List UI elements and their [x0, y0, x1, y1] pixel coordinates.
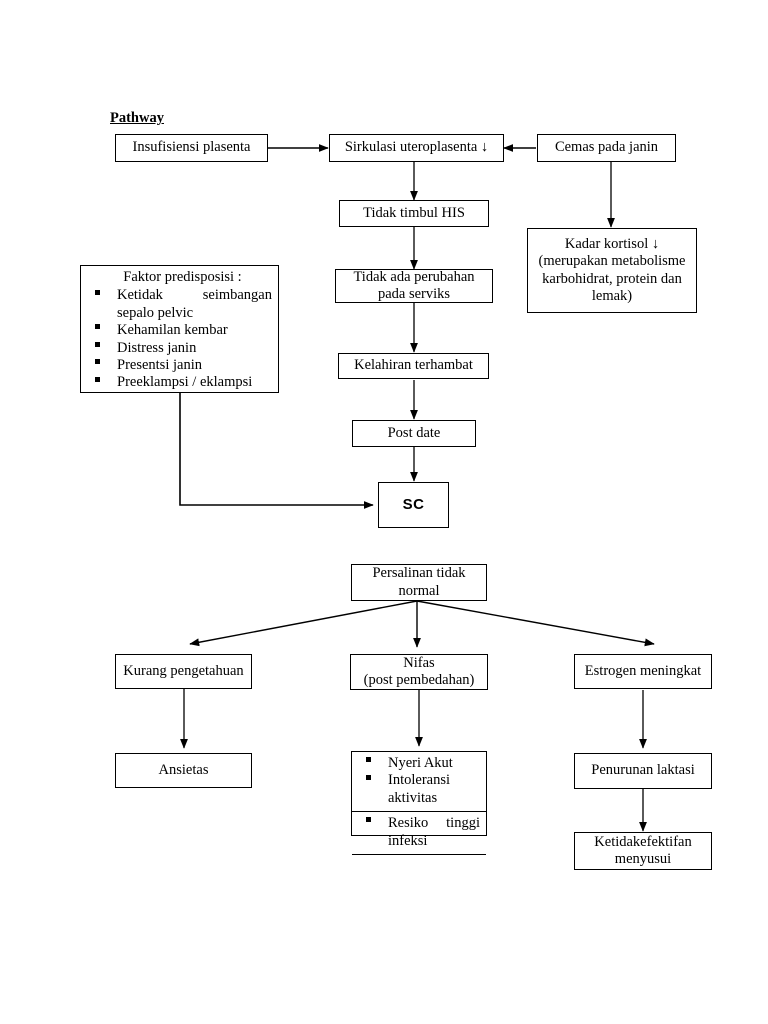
- bullet-square-icon: [366, 757, 371, 763]
- nifas-line-2: (post pembedahan): [363, 672, 475, 688]
- node-kurang-pengetahuan[interactable]: Kurang pengetahuan: [115, 654, 252, 689]
- persalinan-line-1: Persalinan tidak: [372, 565, 466, 582]
- table-row[interactable]: Resiko tinggi infeksi: [352, 811, 486, 854]
- node-insufisiensi-plasenta[interactable]: Insufisiensi plasenta: [115, 134, 268, 162]
- node-persalinan-tidak-normal[interactable]: Persalinan tidak normal: [351, 564, 487, 601]
- faktor-predisposisi-list: Ketidak seimbangan sepalo pelvic Kehamil…: [87, 287, 272, 391]
- node-sc[interactable]: SC: [378, 482, 449, 528]
- node-nifas[interactable]: Nifas (post pembedahan): [350, 654, 488, 690]
- page-title: Pathway: [110, 110, 164, 126]
- bullet-square-icon: [95, 341, 100, 347]
- perubahan-line-2: pada serviks: [377, 286, 451, 302]
- faktor-item-4: Preeklampsi / eklampsi: [117, 374, 253, 391]
- bullet-square-icon: [95, 289, 100, 295]
- list-item[interactable]: Kehamilan kembar: [87, 322, 272, 339]
- node-tidak-ada-perubahan-pada-serviks[interactable]: Tidak ada perubahan pada serviks: [335, 269, 493, 303]
- node-tidak-timbul-his[interactable]: Tidak timbul HIS: [339, 200, 489, 227]
- nifas-outcomes-row1-list: Nyeri Akut Intoleransi aktivitas: [358, 755, 480, 807]
- bullet-square-icon: [95, 376, 100, 382]
- list-item[interactable]: Resiko tinggi infeksi: [358, 815, 480, 850]
- bullet-square-icon: [95, 324, 100, 330]
- node-cemas-pada-janin[interactable]: Cemas pada janin: [537, 134, 676, 162]
- nifas-outcome-1-line-2: aktivitas: [388, 789, 438, 806]
- bullet-square-icon: [95, 359, 100, 365]
- table-row[interactable]: Nyeri Akut Intoleransi aktivitas: [352, 752, 486, 811]
- nifas-outcome-0: Nyeri Akut: [388, 755, 453, 771]
- faktor-item-3: Presentsi janin: [117, 356, 202, 373]
- node-nifas-outcomes-table[interactable]: Nyeri Akut Intoleransi aktivitas Resiko …: [351, 751, 487, 855]
- list-item[interactable]: Distress janin: [87, 340, 272, 357]
- nifas-outcome-2-line-2: infeksi: [388, 832, 428, 849]
- node-ansietas[interactable]: Ansietas: [115, 753, 252, 788]
- ketidakefektifan-line-2: menyusui: [614, 851, 672, 867]
- node-post-date[interactable]: Post date: [352, 420, 476, 447]
- ketidakefektifan-line-1: Ketidakefektifan: [594, 833, 692, 850]
- arrow-persalinan-to-estrogen: [416, 600, 655, 647]
- node-sirkulasi-uteroplasenta[interactable]: Sirkulasi uteroplasenta ↓: [329, 134, 504, 162]
- bullet-square-icon: [366, 774, 371, 780]
- kadar-kortisol-line-3: karbohidrat, protein dan: [542, 270, 682, 287]
- perubahan-line-1: Tidak ada perubahan: [353, 268, 475, 285]
- list-item[interactable]: Preeklampsi / eklampsi: [87, 374, 272, 391]
- node-kelahiran-terhambat[interactable]: Kelahiran terhambat: [338, 353, 489, 379]
- node-faktor-predisposisi[interactable]: Faktor predisposisi : Ketidak seimbangan…: [80, 265, 279, 393]
- list-item[interactable]: Intoleransi aktivitas: [358, 772, 480, 807]
- node-penurunan-laktasi[interactable]: Penurunan laktasi: [574, 753, 712, 789]
- persalinan-line-2: normal: [398, 582, 440, 599]
- node-estrogen-meningkat[interactable]: Estrogen meningkat: [574, 654, 712, 689]
- list-item[interactable]: Ketidak seimbangan sepalo pelvic: [87, 287, 272, 322]
- kadar-kortisol-line-1: Kadar kortisol ↓: [564, 236, 660, 253]
- node-ketidakefektifan-menyusui[interactable]: Ketidakefektifan menyusui: [574, 832, 712, 870]
- faktor-item-0-line-1: Ketidak seimbangan: [117, 287, 272, 304]
- nifas-outcome-2-line-1: Resiko tinggi: [388, 815, 480, 832]
- list-item[interactable]: Presentsi janin: [87, 357, 272, 374]
- arrow-faktor-to-sc: [179, 393, 374, 509]
- node-kadar-kortisol[interactable]: Kadar kortisol ↓ (merupakan metabolisme …: [527, 228, 697, 313]
- faktor-item-1: Kehamilan kembar: [117, 322, 228, 339]
- bullet-square-icon: [366, 817, 371, 823]
- faktor-item-0-line-2: sepalo pelvic: [117, 304, 194, 321]
- nifas-outcome-1-line-1: Intoleransi: [388, 772, 451, 789]
- table-row-empty: [352, 853, 486, 864]
- nifas-outcomes-row2-list: Resiko tinggi infeksi: [358, 815, 480, 850]
- kadar-kortisol-line-4: lemak): [591, 287, 633, 304]
- kadar-kortisol-line-2: (merupakan metabolisme: [538, 253, 686, 270]
- arrow-persalinan-to-kurang: [189, 600, 418, 647]
- nifas-line-1: Nifas: [403, 654, 435, 671]
- faktor-predisposisi-heading: Faktor predisposisi :: [123, 269, 242, 285]
- list-item[interactable]: Nyeri Akut: [358, 755, 480, 772]
- faktor-item-2: Distress janin: [117, 339, 197, 356]
